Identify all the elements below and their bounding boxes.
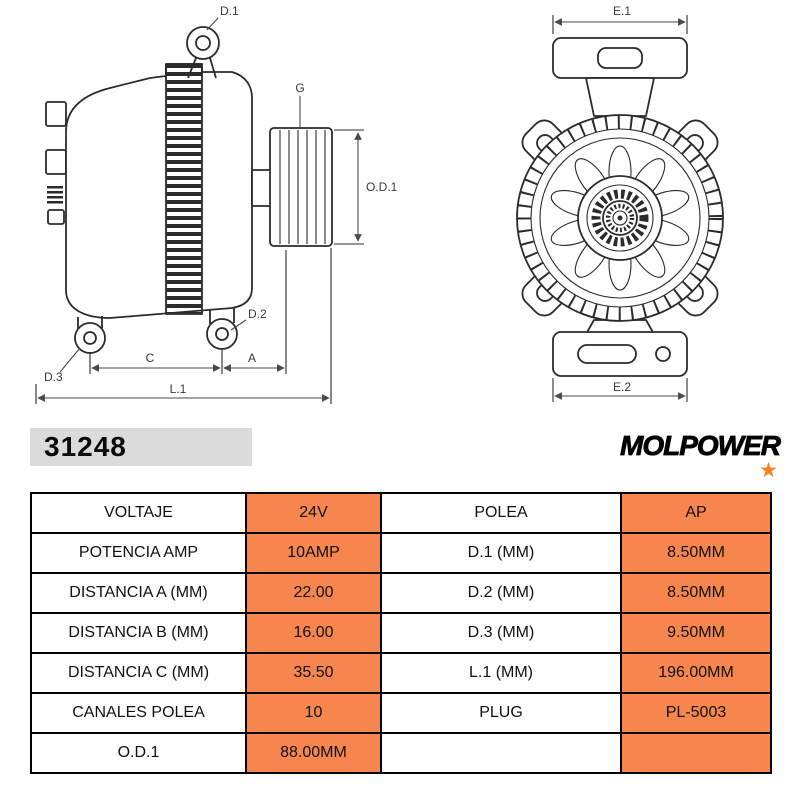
spec-label-right: PLUG	[380, 692, 622, 734]
spec-label-right: D.2 (MM)	[380, 572, 622, 614]
spec-value-right: 196.00MM	[620, 652, 772, 694]
spec-label-left: CANALES POLEA	[30, 692, 247, 734]
spec-label-right	[380, 732, 622, 774]
dim-label-g: G	[295, 81, 304, 95]
spec-value-right: 8.50MM	[620, 532, 772, 574]
spec-label-right: L.1 (MM)	[380, 652, 622, 694]
spec-value-left: 88.00MM	[245, 732, 382, 774]
table-row: CANALES POLEA 10 PLUG PL-5003	[30, 692, 772, 734]
spec-label-left: POTENCIA AMP	[30, 532, 247, 574]
spec-label-left: DISTANCIA C (MM)	[30, 652, 247, 694]
front-view-drawing: E.1 E.2	[516, 4, 724, 402]
table-row: VOLTAJE 24V POLEA AP	[30, 492, 772, 534]
spec-value-left: 10AMP	[245, 532, 382, 574]
star-icon: ★	[759, 459, 778, 482]
spec-label-left: DISTANCIA A (MM)	[30, 572, 247, 614]
spec-value-left: 16.00	[245, 612, 382, 654]
spec-value-right	[620, 732, 772, 774]
spec-value-left: 24V	[245, 492, 382, 534]
spec-label-right: D.3 (MM)	[380, 612, 622, 654]
part-number-box: 31248	[30, 428, 252, 466]
dim-label-l1: L.1	[170, 382, 187, 396]
table-row: DISTANCIA A (MM) 22.00 D.2 (MM) 8.50MM	[30, 572, 772, 614]
spec-value-right: 9.50MM	[620, 612, 772, 654]
dim-label-e2: E.2	[613, 380, 631, 394]
spec-value-left: 10	[245, 692, 382, 734]
spec-value-right: AP	[620, 492, 772, 534]
spec-label-left: VOLTAJE	[30, 492, 247, 534]
dim-label-d3: D.3	[44, 370, 63, 384]
table-row: POTENCIA AMP 10AMP D.1 (MM) 8.50MM	[30, 532, 772, 574]
dim-label-e1: E.1	[613, 4, 631, 18]
spec-value-left: 35.50	[245, 652, 382, 694]
brand-logo: MOLPOWER ★	[580, 430, 782, 482]
spec-label-left: DISTANCIA B (MM)	[30, 612, 247, 654]
dim-label-c: C	[146, 351, 155, 365]
spec-value-right: PL-5003	[620, 692, 772, 734]
dim-label-d2: D.2	[248, 307, 267, 321]
table-row: DISTANCIA B (MM) 16.00 D.3 (MM) 9.50MM	[30, 612, 772, 654]
spec-table: VOLTAJE 24V POLEA AP POTENCIA AMP 10AMP …	[30, 492, 772, 774]
side-view-drawing: D.1 G O.D.1 D.2 D.3 C A L.1	[35, 4, 398, 404]
spec-value-right: 8.50MM	[620, 572, 772, 614]
dim-label-a: A	[248, 351, 256, 365]
spec-value-left: 22.00	[245, 572, 382, 614]
table-row: O.D.1 88.00MM	[30, 732, 772, 774]
spec-label-right: D.1 (MM)	[380, 532, 622, 574]
table-row: DISTANCIA C (MM) 35.50 L.1 (MM) 196.00MM	[30, 652, 772, 694]
alternator-technical-drawing: D.1 G O.D.1 D.2 D.3 C A L.1	[35, 4, 724, 404]
spec-label-right: POLEA	[380, 492, 622, 534]
brand-name: MOLPOWER	[620, 430, 782, 462]
dim-label-d1: D.1	[220, 4, 239, 18]
part-number: 31248	[44, 431, 127, 462]
spec-label-left: O.D.1	[30, 732, 247, 774]
dim-label-od1: O.D.1	[366, 180, 398, 194]
